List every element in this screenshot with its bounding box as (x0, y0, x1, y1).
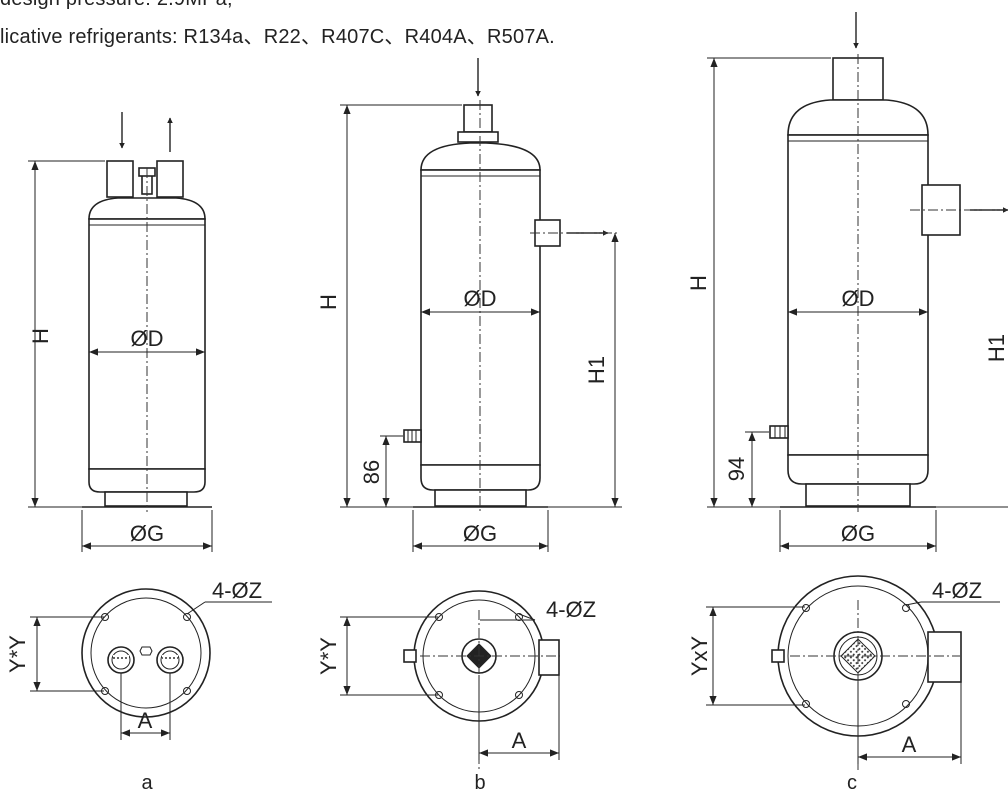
outlet-pipe (156, 160, 184, 198)
diameter-label: ØD (842, 286, 875, 311)
base-diameter-label: ØG (130, 521, 164, 546)
refrigerants-text: licative refrigerants: R134a、R22、R407C、R… (0, 26, 555, 48)
base-diameter-label: ØG (841, 521, 875, 546)
outlet-stub (927, 631, 962, 683)
diagram-c-top: YxY 4-ØZ A c (687, 575, 1000, 794)
caption-b: b (474, 772, 485, 794)
caption-a: a (141, 772, 153, 794)
diagram-b-top: Y*Y 4-ØZ A b (316, 590, 596, 794)
height-label: H (28, 328, 53, 344)
holes-label: 4-ØZ (932, 578, 982, 603)
fitting-height-label: 94 (724, 457, 749, 481)
caption-c: c (847, 772, 857, 794)
height-label: H (686, 275, 711, 291)
a-dimension-label: A (512, 728, 527, 753)
holes-label: 4-ØZ (212, 578, 262, 603)
h1-label: H1 (584, 356, 609, 384)
service-valve (403, 649, 417, 663)
diameter-label: ØD (131, 326, 164, 351)
square-label: Y*Y (5, 635, 30, 673)
a-dimension-label: A (138, 708, 153, 733)
square-label: YxY (687, 636, 712, 677)
bottom-dome (420, 464, 541, 491)
height-label: H (316, 294, 341, 310)
design-pressure-text: design pressure: 2.9MPa; (0, 0, 233, 11)
a-dimension-label: A (902, 732, 917, 757)
diagram-a-top: Y*Y 4-ØZ A a (5, 578, 272, 794)
holes-label: 4-ØZ (546, 597, 596, 622)
h1-label: H1 (984, 334, 1008, 362)
square-label: Y*Y (316, 637, 341, 675)
diagram-c-front: H 94 H1 ØD ØG (686, 12, 1008, 552)
inlet-pipe (463, 104, 493, 133)
service-valve (771, 649, 785, 663)
diameter-label: ØD (464, 286, 497, 311)
outlet-stub (538, 639, 560, 676)
inlet-pipe (106, 160, 134, 198)
fitting-height-label: 86 (359, 460, 384, 484)
diagram-a-front: H ØD ØG (28, 112, 213, 552)
base-skirt (104, 491, 188, 507)
base-diameter-label: ØG (463, 521, 497, 546)
diagram-b-front: H 86 H1 ØD ØG (316, 58, 622, 552)
base-plate-outline (81, 588, 211, 718)
